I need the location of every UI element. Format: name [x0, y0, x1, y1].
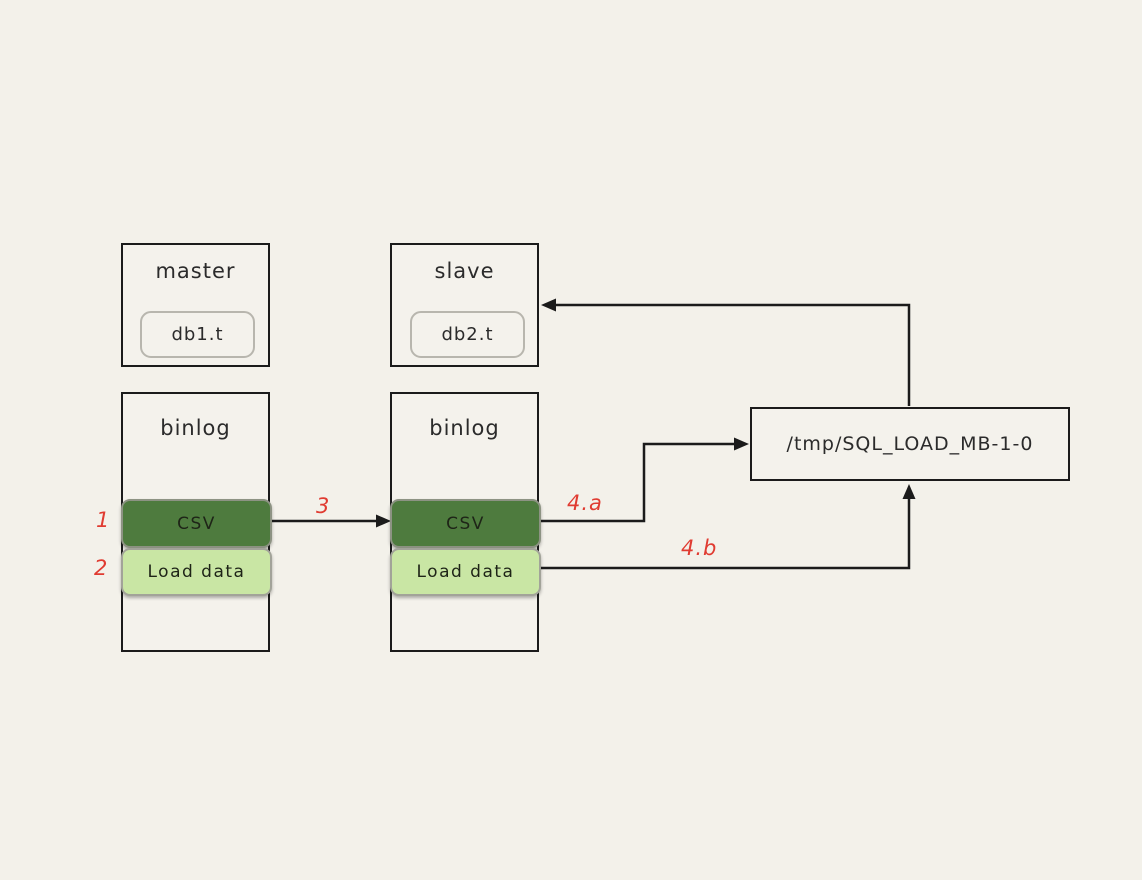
arrow-step3-csv-transfer	[271, 514, 391, 528]
node-binlog-slave: binlog CSV Load data	[390, 392, 541, 652]
node-slave: slave db2.t	[390, 243, 539, 367]
node-master: master db1.t	[121, 243, 270, 367]
table-db2: db2.t	[410, 311, 525, 358]
binlog-event-loaddata-slave: Load data	[390, 548, 541, 596]
arrow-tmp-to-slave	[541, 298, 911, 406]
node-tmp-file: /tmp/SQL_LOAD_MB-1-0	[750, 407, 1070, 481]
binlog-event-csv-slave: CSV	[390, 499, 541, 548]
step-label-4b: 4.b	[681, 536, 718, 560]
binlog-event-csv-master: CSV	[121, 499, 272, 548]
step-label-2: 2	[94, 556, 109, 580]
node-binlog-master: binlog CSV Load data	[121, 392, 272, 652]
step-label-3: 3	[316, 494, 331, 518]
node-slave-label: slave	[434, 259, 495, 283]
step-label-1: 1	[96, 508, 111, 532]
node-binlog-master-label: binlog	[160, 416, 231, 440]
binlog-event-loaddata-master: Load data	[121, 548, 272, 596]
node-master-label: master	[155, 259, 236, 283]
step-label-4a: 4.a	[567, 491, 603, 515]
table-db1: db1.t	[140, 311, 255, 358]
node-binlog-slave-label: binlog	[429, 416, 500, 440]
